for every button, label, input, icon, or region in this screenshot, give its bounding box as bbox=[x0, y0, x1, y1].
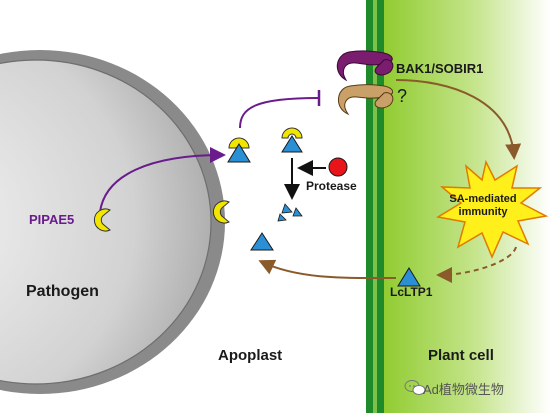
label-unknown-receptor: ? bbox=[397, 86, 408, 106]
pathogen-cell bbox=[0, 50, 225, 394]
protease-shape bbox=[328, 157, 348, 177]
cell-wall bbox=[366, 0, 384, 413]
label-apoplast: Apoplast bbox=[218, 347, 283, 364]
lcltp1-secretion-arrow bbox=[258, 259, 397, 280]
secretion-arrow bbox=[99, 147, 226, 213]
signaling-arrow bbox=[395, 79, 522, 160]
watermark-text: Ad植物微生物 bbox=[423, 382, 504, 397]
label-pathogen: Pathogen bbox=[26, 283, 99, 300]
label-pipae5: PIPAE5 bbox=[29, 212, 75, 227]
degraded-lcltp1-fragments bbox=[277, 203, 303, 222]
label-sa-line1: SA-mediated bbox=[449, 193, 517, 205]
pipae5-shape-pathogen bbox=[93, 208, 111, 232]
unknown-receptor bbox=[338, 84, 394, 116]
label-bak1-sobir1: BAK1/SOBIR1 bbox=[396, 61, 484, 76]
induction-arrow bbox=[436, 246, 517, 283]
pipae5-lcltp1-complex-2 bbox=[281, 127, 303, 153]
label-sa-line2: immunity bbox=[458, 206, 508, 218]
label-protease: Protease bbox=[306, 179, 357, 193]
pipae5-lcltp1-complex-1 bbox=[227, 137, 251, 163]
label-lcltp1: LcLTP1 bbox=[390, 285, 433, 299]
lcltp1-shape-cell bbox=[397, 267, 421, 287]
pipae5-shape-free bbox=[212, 200, 230, 224]
label-plant-cell: Plant cell bbox=[428, 347, 494, 364]
label-sa-immunity: SA-mediated immunity bbox=[440, 193, 526, 219]
watermark-logo-icon bbox=[404, 380, 426, 395]
inhibition-line bbox=[239, 97, 319, 129]
sa-immunity-star bbox=[435, 159, 549, 259]
bak1-sobir1-receptor bbox=[336, 50, 394, 82]
lcltp1-shape-apoplast bbox=[250, 232, 274, 251]
